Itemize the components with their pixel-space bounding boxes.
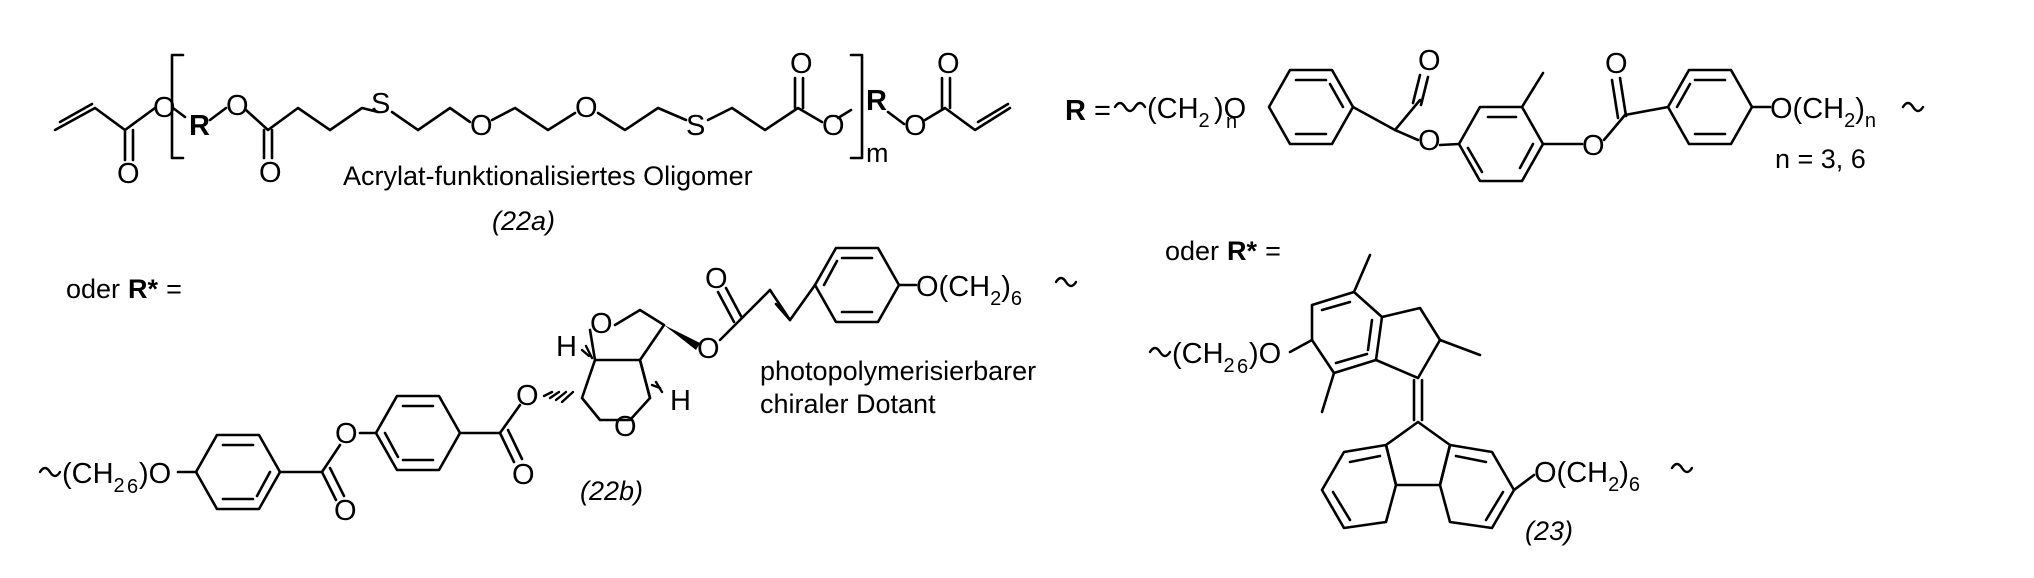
atom-o: O bbox=[1418, 45, 1441, 77]
atom-s: S bbox=[371, 88, 390, 120]
atom-o: O bbox=[1605, 48, 1628, 80]
atom-h: H bbox=[670, 385, 691, 417]
spacer-left-close: )O bbox=[1214, 93, 1246, 125]
atom-o: O bbox=[335, 418, 358, 450]
wavy-bond bbox=[1901, 101, 1925, 113]
atom-o: O bbox=[470, 110, 493, 142]
atom-o: O bbox=[614, 411, 637, 443]
atom-o: O bbox=[590, 308, 613, 340]
atom-o: O bbox=[259, 157, 282, 189]
atom-o: O bbox=[516, 380, 539, 412]
wavy-bond bbox=[1054, 276, 1078, 288]
spacer-right: O(CH2)6 bbox=[916, 271, 1022, 310]
atom-s: S bbox=[686, 110, 705, 142]
spacer-left-index: n bbox=[1226, 111, 1237, 133]
atom-o: O bbox=[705, 263, 728, 295]
r-group-label: R bbox=[189, 110, 210, 142]
atom-h: H bbox=[556, 331, 577, 363]
spacer-left-index: 6 bbox=[127, 476, 138, 498]
spacer-left: (CH2 bbox=[1172, 338, 1235, 377]
r-definition-header: R= bbox=[1065, 95, 1111, 127]
atom-o: O bbox=[1582, 130, 1605, 162]
atom-o: O bbox=[697, 333, 720, 365]
r-definition: R= (CH2 n )O O O O O O( bbox=[1065, 45, 1925, 183]
wavy-bond bbox=[1670, 462, 1694, 474]
spacer-right: O(CH2)6 bbox=[1534, 457, 1640, 496]
oligomer-caption: Acrylat-funktionalisiertes Oligomer bbox=[343, 161, 753, 191]
dopant-23-structure: (CH2 6 )O O(CH2)6 bbox=[1148, 253, 1694, 530]
atom-o: O bbox=[117, 158, 140, 190]
atom-o: O bbox=[334, 495, 357, 527]
atom-o: O bbox=[790, 48, 813, 80]
spacer-left: (CH2 bbox=[1147, 93, 1210, 132]
compound-label-23: (23) bbox=[1525, 516, 1573, 546]
atom-o: O bbox=[904, 110, 927, 142]
dopant-22b-structure: (CH2 6 )O O O O O bbox=[38, 246, 1078, 527]
spacer-left: (CH2 bbox=[62, 458, 125, 497]
atom-o: O bbox=[226, 90, 249, 122]
compound-label-22b: (22b) bbox=[580, 476, 643, 506]
repeat-index: m bbox=[866, 138, 889, 168]
spacer-left-close: )O bbox=[1249, 338, 1281, 370]
n-values-note: n = 3, 6 bbox=[1775, 144, 1866, 174]
r-group-label: R bbox=[866, 85, 887, 117]
atom-o: O bbox=[1418, 125, 1441, 157]
wavy-bond bbox=[1148, 346, 1172, 358]
oligomer-22a-structure: O O R O O S O O S O O m R O O bbox=[53, 48, 1012, 190]
wavy-bond bbox=[38, 466, 62, 478]
spacer-left-index: 6 bbox=[1237, 356, 1248, 378]
compound-label-22a: (22a) bbox=[492, 206, 555, 236]
spacer-right: O(CH2)n bbox=[1770, 93, 1876, 132]
atom-o: O bbox=[937, 48, 960, 80]
atom-o: O bbox=[153, 92, 176, 124]
dopant-description-line2: chiraler Dotant bbox=[760, 389, 936, 419]
spacer-left-close: )O bbox=[139, 458, 171, 490]
wavy-bond bbox=[1113, 101, 1147, 113]
dopant-description-line1: photopolymerisierbarer bbox=[760, 356, 1036, 386]
atom-o: O bbox=[575, 92, 598, 124]
atom-o: O bbox=[512, 459, 535, 491]
